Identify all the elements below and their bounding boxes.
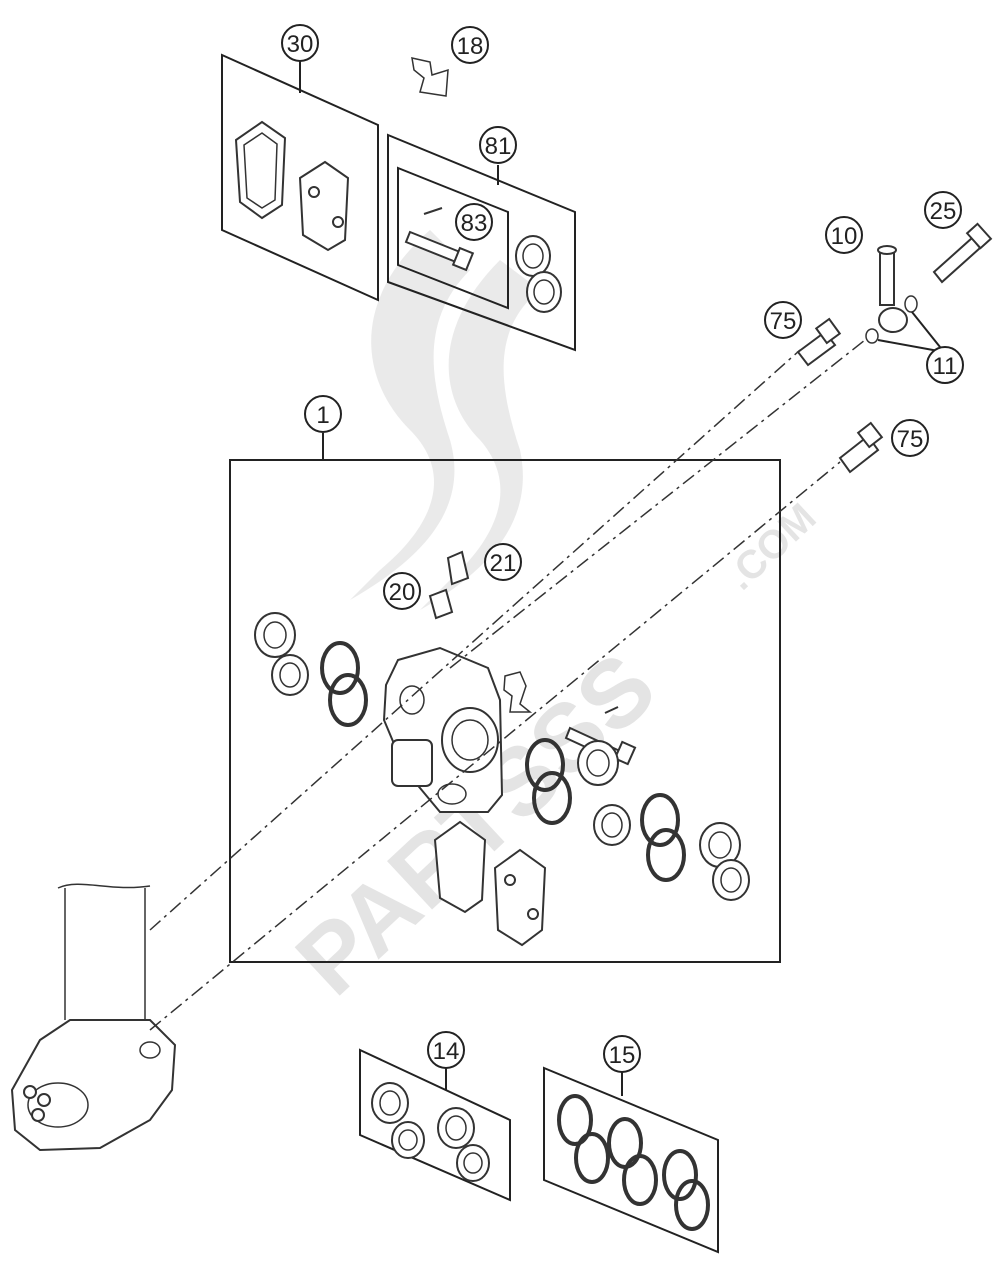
kit-81-repair-kit bbox=[387, 133, 576, 352]
brake-pad-icon bbox=[433, 820, 487, 914]
callout-label: 14 bbox=[433, 1038, 460, 1065]
o-ring-icon bbox=[607, 1117, 643, 1169]
callout-label: 10 bbox=[831, 223, 858, 250]
o-ring-icon bbox=[640, 793, 680, 847]
callout-label: 15 bbox=[609, 1042, 636, 1069]
callout-14[interactable]: 14 bbox=[427, 1031, 465, 1069]
o-ring-icon bbox=[574, 1132, 610, 1184]
callout-83[interactable]: 83 bbox=[455, 203, 493, 241]
pad-hole bbox=[308, 186, 320, 198]
kit-83-frame bbox=[397, 166, 509, 310]
kit-81-frame bbox=[387, 133, 576, 352]
piston-icon bbox=[391, 1121, 425, 1159]
o-ring-icon bbox=[320, 641, 360, 695]
assembly-1-frame bbox=[229, 459, 781, 963]
callout-18[interactable]: 18 bbox=[451, 26, 489, 64]
kit-30-frame bbox=[221, 53, 379, 302]
callout-label: 18 bbox=[457, 33, 484, 60]
piston-icon bbox=[456, 1144, 490, 1182]
piston-icon bbox=[437, 1107, 475, 1149]
o-ring-icon bbox=[646, 828, 686, 882]
banjo-fitting-icon bbox=[879, 249, 895, 306]
callout-label: 81 bbox=[485, 133, 512, 160]
brake-pad-icon bbox=[234, 120, 287, 220]
piston-icon bbox=[254, 612, 296, 658]
o-ring-icon bbox=[532, 771, 572, 825]
callout-15[interactable]: 15 bbox=[603, 1035, 641, 1073]
kit-15-seals bbox=[543, 1066, 719, 1254]
callout-30[interactable]: 30 bbox=[281, 24, 319, 62]
kit-14-pistons bbox=[359, 1048, 511, 1202]
caliper-bore bbox=[441, 707, 499, 773]
part-25-banjo-bolt bbox=[932, 222, 993, 284]
callout-20[interactable]: 20 bbox=[383, 572, 421, 610]
piston-icon bbox=[712, 859, 750, 901]
piston-seal-icon bbox=[515, 235, 551, 277]
o-ring-icon bbox=[662, 1149, 698, 1201]
bleeder-nipple-icon bbox=[428, 588, 454, 620]
piston-icon bbox=[271, 654, 309, 696]
kit-15-frame bbox=[543, 1066, 719, 1254]
callout-label: 11 bbox=[933, 353, 958, 380]
alignment-lines bbox=[149, 339, 866, 1031]
callout-75-lower[interactable]: 75 bbox=[891, 419, 929, 457]
part-75-bolts bbox=[796, 317, 884, 474]
assembly-1-caliper bbox=[229, 433, 781, 963]
callout-11[interactable]: 11 bbox=[926, 346, 964, 384]
callout-25[interactable]: 25 bbox=[924, 191, 962, 229]
pad-hole bbox=[332, 216, 344, 228]
o-ring-icon bbox=[557, 1094, 593, 1146]
callout-81[interactable]: 81 bbox=[479, 126, 517, 164]
banjo-eye-icon bbox=[878, 307, 908, 333]
o-ring-icon bbox=[622, 1154, 658, 1206]
bolt-head bbox=[451, 246, 475, 272]
callout-label: 75 bbox=[897, 426, 924, 453]
pin-icon bbox=[423, 207, 443, 215]
clip-icon bbox=[411, 57, 449, 97]
fork-foot-icon bbox=[10, 1019, 177, 1152]
callout-label: 1 bbox=[316, 402, 329, 429]
callout-label: 20 bbox=[389, 579, 416, 606]
caliper-mount bbox=[391, 739, 433, 787]
pin-icon bbox=[604, 706, 619, 714]
piston-icon bbox=[371, 1082, 409, 1124]
watermark: PARTSSS .COM bbox=[276, 230, 825, 1015]
o-ring-icon bbox=[525, 738, 565, 792]
bleeder-screw-icon bbox=[446, 550, 470, 586]
watermark-suffix: .COM bbox=[718, 495, 824, 598]
banjo-fitting-group bbox=[865, 245, 945, 353]
seal-washer-icon bbox=[865, 328, 879, 344]
watermark-logo-icon bbox=[350, 230, 540, 610]
callout-75-upper[interactable]: 75 bbox=[764, 301, 802, 339]
kit-30-brake-pads bbox=[221, 53, 379, 302]
brake-pad-icon bbox=[298, 160, 350, 252]
brake-pad-icon bbox=[493, 848, 547, 947]
callout-label: 83 bbox=[461, 210, 488, 237]
banjo-bolt-icon bbox=[932, 236, 982, 284]
callout-21[interactable]: 21 bbox=[484, 543, 522, 581]
callout-label: 30 bbox=[287, 31, 314, 58]
fork-leg bbox=[10, 883, 177, 1152]
callout-label: 75 bbox=[770, 308, 797, 335]
piston-icon bbox=[577, 740, 619, 786]
callout-10[interactable]: 10 bbox=[825, 216, 863, 254]
o-ring-icon bbox=[674, 1179, 710, 1231]
piston-icon bbox=[593, 804, 631, 846]
seal-washer-icon bbox=[904, 295, 918, 313]
o-ring-icon bbox=[328, 673, 368, 727]
callout-label: 25 bbox=[930, 198, 957, 225]
kit-14-frame bbox=[359, 1048, 511, 1202]
pad-spring-icon bbox=[503, 671, 533, 713]
piston-seal-icon bbox=[526, 271, 562, 313]
part-18-spring-clip bbox=[411, 57, 449, 97]
brake-pad-face bbox=[243, 132, 278, 209]
callout-1[interactable]: 1 bbox=[304, 395, 342, 433]
callout-label: 21 bbox=[490, 550, 517, 577]
